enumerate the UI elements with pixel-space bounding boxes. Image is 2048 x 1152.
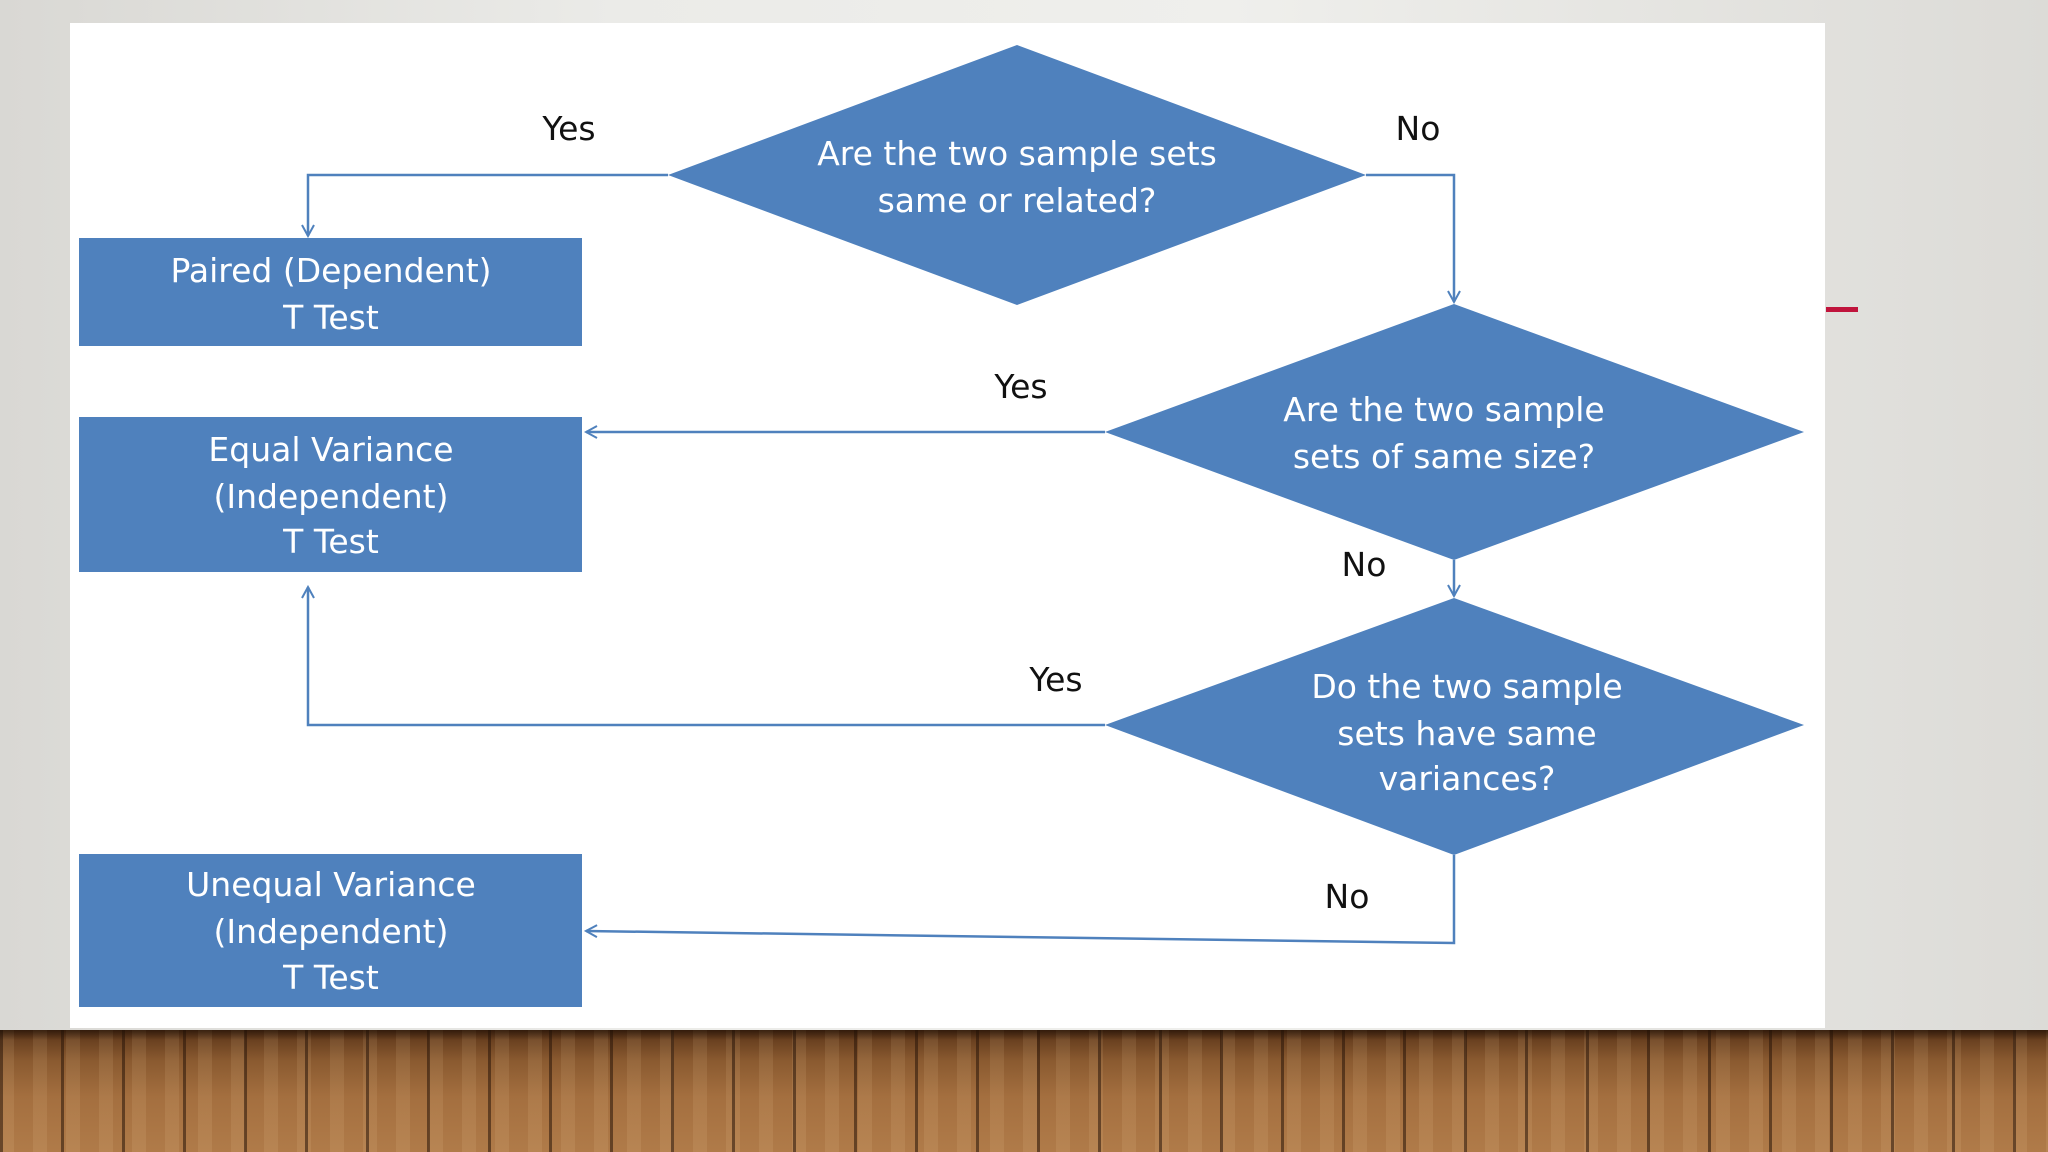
outcome-equal-line1: Equal Variance <box>208 430 453 469</box>
decision-related-line1: Are the two sample sets <box>817 134 1217 173</box>
connector-related-yes <box>308 173 668 236</box>
wooden-floor-background <box>0 1030 2048 1152</box>
outcome-equal-variance: Equal Variance (Independent) T Test <box>79 417 582 572</box>
decision-same-size-shape <box>1105 304 1804 560</box>
outcome-unequal-variance: Unequal Variance (Independent) T Test <box>79 854 582 1007</box>
decision-related: Are the two sample sets same or related? <box>668 45 1366 305</box>
outcome-unequal-line3: T Test <box>282 958 379 997</box>
accent-mark <box>1826 307 1858 312</box>
decision-same-size-line1: Are the two sample <box>1283 390 1604 429</box>
outcome-paired-line2: T Test <box>282 298 379 337</box>
decision-related-shape <box>668 45 1366 305</box>
floor-shadow <box>0 1030 2048 1040</box>
decision-variances-line3: variances? <box>1379 759 1556 798</box>
decision-variances: Do the two sample sets have same varianc… <box>1105 598 1804 855</box>
outcome-unequal-line1: Unequal Variance <box>186 865 476 904</box>
decision-variances-line1: Do the two sample <box>1311 667 1622 706</box>
outcome-unequal-variance-box <box>79 854 582 1007</box>
decision-related-line2: same or related? <box>878 181 1157 220</box>
decision-same-size-line2: sets of same size? <box>1293 437 1595 476</box>
edge-label-same-size-no: No <box>1342 545 1387 584</box>
decision-same-size: Are the two sample sets of same size? <box>1105 304 1804 560</box>
edge-label-related-no: No <box>1396 109 1441 148</box>
connector-related-no <box>1366 173 1454 302</box>
outcome-paired-box <box>79 238 582 346</box>
outcome-equal-line2: (Independent) <box>214 477 449 516</box>
edge-label-variances-yes: Yes <box>1028 660 1082 699</box>
outcome-equal-line3: T Test <box>282 522 379 561</box>
outcome-equal-variance-box <box>79 417 582 572</box>
decision-variances-line2: sets have same <box>1337 714 1596 753</box>
outcome-unequal-line2: (Independent) <box>214 912 449 951</box>
outcome-paired: Paired (Dependent) T Test <box>79 238 582 346</box>
edge-label-same-size-yes: Yes <box>993 367 1047 406</box>
outcome-paired-line1: Paired (Dependent) <box>170 251 491 290</box>
connector-variances-yes <box>308 587 1105 727</box>
edge-label-related-yes: Yes <box>541 109 595 148</box>
connector-variances-no <box>586 855 1456 945</box>
decision-variances-shape <box>1105 598 1804 855</box>
edge-label-variances-no: No <box>1325 877 1370 916</box>
